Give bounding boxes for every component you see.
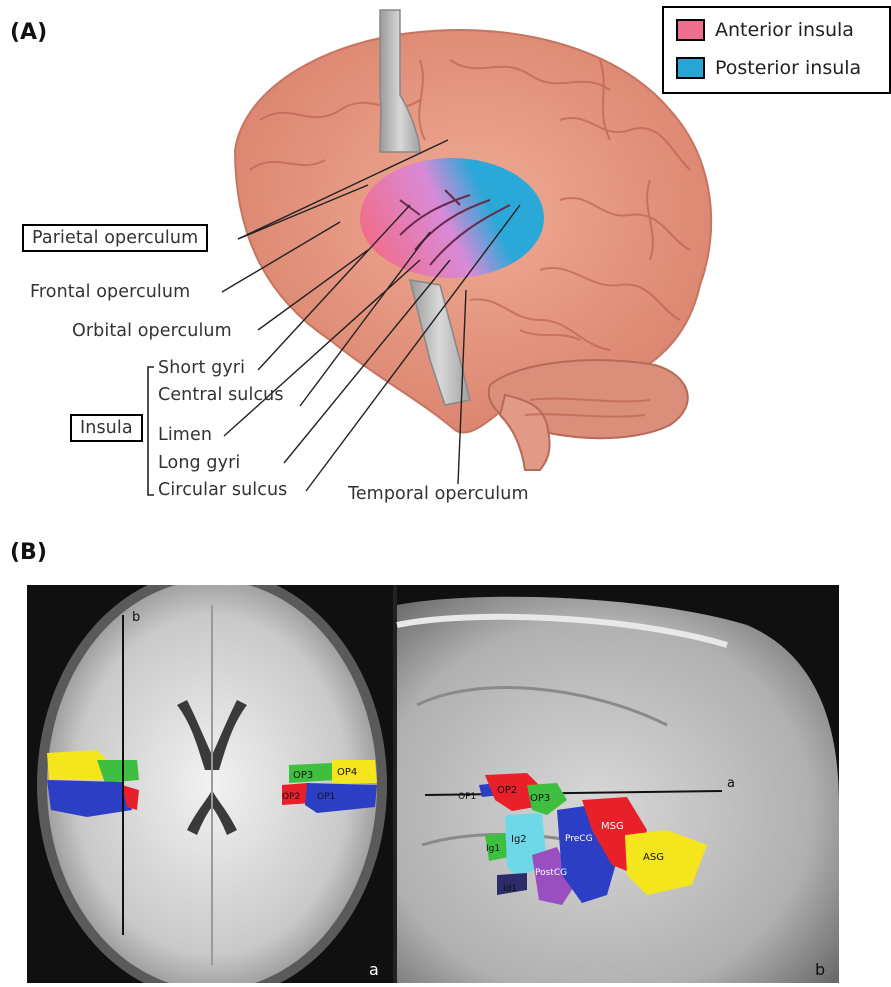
sag-postcg-label: PostCG: [535, 868, 567, 878]
axial-op4-label: OP4: [337, 767, 357, 778]
temporal-operculum-label: Temporal operculum: [348, 484, 529, 504]
parietal-operculum-label: Parietal operculum: [22, 224, 208, 252]
axial-line-label: b: [132, 610, 140, 625]
panel-b-label: (B): [10, 540, 47, 565]
sag-op1-label: OP1: [458, 792, 476, 802]
sagittal-line-label: a: [727, 776, 735, 791]
sag-ig2-label: Ig2: [511, 834, 527, 845]
limen-label: Limen: [158, 425, 212, 445]
sag-id1-label: Id1: [503, 884, 517, 894]
brain-illustration: [0, 0, 891, 530]
sagittal-view: [397, 597, 839, 983]
short-gyri-label: Short gyri: [158, 358, 245, 378]
circular-sulcus-label: Circular sulcus: [158, 480, 287, 500]
sag-msg-label: MSG: [601, 821, 624, 832]
sag-op3-label: OP3: [530, 793, 550, 804]
axial-op1-label: OP1: [317, 792, 335, 802]
sagittal-view-label: b: [815, 960, 825, 979]
mri-figure: b OP3 OP4 OP2 OP1 a OP1 OP2 OP3 Ig1 Ig2 …: [27, 585, 839, 983]
axial-op2-label: OP2: [282, 792, 300, 802]
sag-asg-label: ASG: [643, 852, 664, 863]
axial-view-label: a: [369, 960, 379, 979]
frontal-operculum-label: Frontal operculum: [30, 282, 190, 302]
sag-op2-label: OP2: [497, 785, 517, 796]
axial-view: [37, 585, 387, 983]
sag-ig1-label: Ig1: [486, 844, 500, 854]
insula-label: Insula: [70, 414, 143, 442]
orbital-operculum-label: Orbital operculum: [72, 321, 232, 341]
sag-precg-label: PreCG: [565, 834, 593, 844]
long-gyri-label: Long gyri: [158, 453, 240, 473]
central-sulcus-label: Central sulcus: [158, 385, 284, 405]
insula-bracket: [148, 367, 154, 495]
axial-op3-label: OP3: [293, 770, 313, 781]
